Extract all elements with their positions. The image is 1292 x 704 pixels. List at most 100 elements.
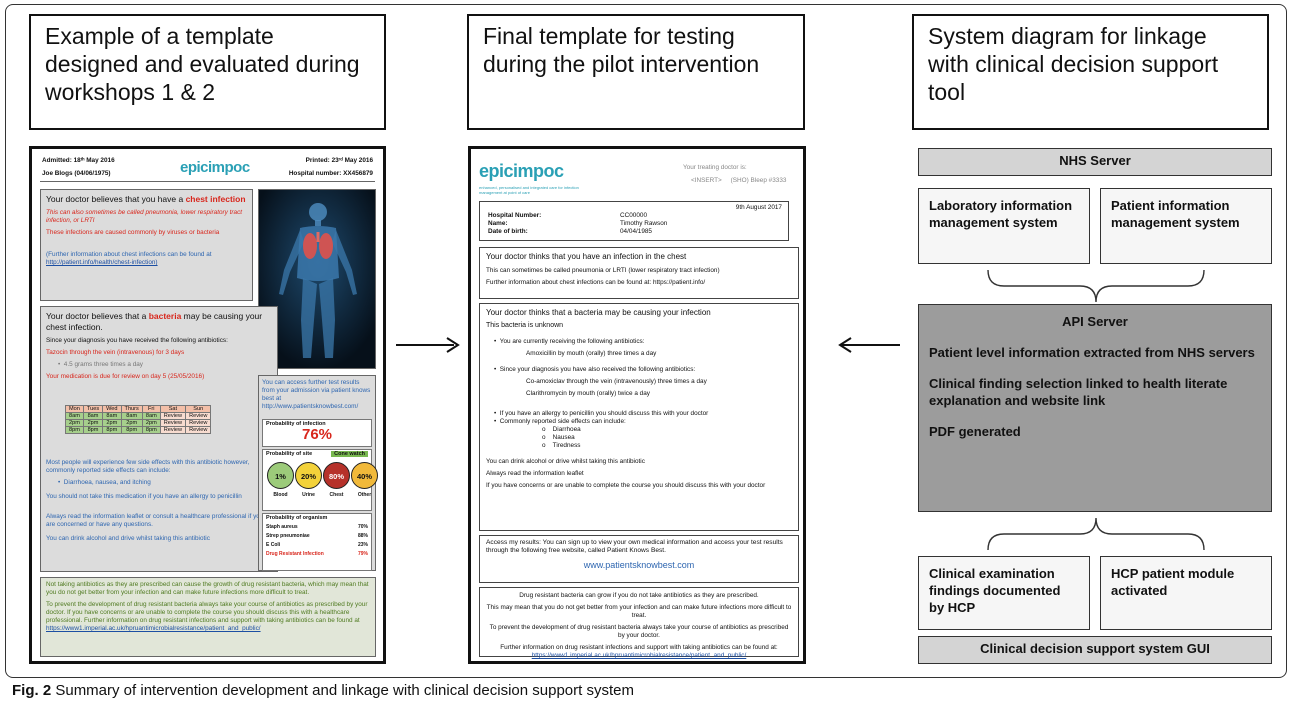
patient-field-row: Name:Timothy Rawson	[488, 220, 668, 227]
antibiotic-heading: Your doctor believes that a bacteria may…	[46, 311, 263, 332]
treating-doctor-label: Your treating doctor is:	[683, 164, 747, 171]
side-effects-intro: Most people will experience few side eff…	[46, 459, 250, 474]
diagnosis-heading: Your doctor believes that you have a che…	[46, 194, 246, 204]
schedule-cell: 2pm	[120, 419, 143, 427]
schedule-cell: 8pm	[82, 426, 104, 434]
antibiotic-section: Your doctor believes that a bacteria may…	[40, 306, 278, 572]
hcp-module-box: HCP patient module activated	[1100, 556, 1272, 630]
schedule-cell: 8pm	[141, 426, 161, 434]
split-bracket-icon	[987, 517, 1205, 551]
arrowhead-right-icon	[446, 337, 460, 353]
site-probability-circle: 40%	[351, 462, 378, 489]
drug-resistance-link: https://www1.imperial.ac.uk/hpruantimicr…	[531, 652, 747, 659]
schedule-cell: 8pm	[102, 426, 122, 434]
patient-system-box: Patient information management system	[1100, 188, 1272, 264]
schedule-cell: 2pm	[102, 419, 122, 427]
human-body-icon	[259, 190, 375, 368]
schedule-header-cell: Sat	[159, 405, 187, 413]
results-panel: You can access further test results from…	[258, 375, 378, 571]
infection-section: Your doctor thinks that you have an infe…	[479, 247, 799, 299]
arrowhead-left-icon	[838, 337, 852, 353]
site-label: Other	[357, 492, 372, 498]
schedule-cell: Review	[159, 426, 187, 434]
infection-probability: Probability of infection 76%	[262, 419, 372, 447]
side-effects-list: • Diarrhoea, nausea, and itching	[58, 479, 151, 486]
laboratory-system-box: Laboratory information management system	[918, 188, 1090, 264]
antibiotic-drug: Tazocin through the vein (intravenous) f…	[46, 349, 185, 356]
side-effects-intro: • Commonly reported side effects can inc…	[494, 418, 626, 425]
patient-name: Joe Blogs (04/06/1975)	[42, 170, 111, 177]
amoxicillin-line: Amoxicillin by mouth (orally) three time…	[526, 350, 657, 357]
arrow-left-to-middle	[396, 344, 454, 346]
drug-resistance-line3: To prevent the development of drug resis…	[489, 624, 789, 639]
bacteria-unknown: This bacteria is unknown	[486, 322, 564, 329]
antibiotic-review: Your medication is due for review on day…	[46, 373, 205, 380]
infection-alias: This can sometimes be called pneumonia o…	[486, 267, 720, 274]
printed-date: Printed: 23ʳᵈ May 2016	[305, 157, 373, 164]
schedule-cell: Review	[185, 412, 212, 420]
schedule-header-cell: Thurs	[120, 405, 143, 413]
diagnosis-cause: These infections are caused commonly by …	[46, 229, 220, 236]
api-server-title: API Server	[1062, 314, 1128, 329]
treating-doctor-value: <INSERT> (SHO) Bleep #3333	[691, 177, 787, 184]
schedule-cell: Review	[185, 426, 212, 434]
site-label: Blood	[273, 492, 288, 498]
header-divider	[40, 181, 375, 182]
leaflet-advice: Always read the information leaflet	[486, 470, 584, 477]
drug-resistance-line4: Further information on drug resistant in…	[500, 644, 778, 651]
site-label: Urine	[302, 492, 315, 498]
nhs-server-box: NHS Server	[918, 148, 1272, 176]
site-probability-circle: 1%	[267, 462, 294, 489]
title-left: Example of a template designed and evalu…	[29, 14, 386, 130]
resistance-link: https://www1.imperial.ac.uk/hpruantimicr…	[46, 625, 261, 632]
api-item: Patient level information extracted from…	[929, 345, 1255, 360]
access-results-text: Access my results: You can sign up to vi…	[486, 539, 783, 554]
logo-tagline: enhanced, personalised and integrated ca…	[479, 185, 579, 195]
epicimpoc-logo: epicimpoc	[180, 159, 250, 176]
figure-caption: Fig. 2 Summary of intervention developme…	[12, 682, 634, 699]
access-results-section: Access my results: You can sign up to vi…	[479, 535, 799, 583]
schedule-cell: 8pm	[120, 426, 143, 434]
drug-resistance-line2: This may mean that you do not get better…	[486, 604, 792, 619]
clarithromycin-line: Clarithromycin by mouth (orally) twice a…	[526, 390, 650, 397]
schedule-cell: 8am	[65, 412, 84, 420]
merge-bracket-icon	[987, 269, 1205, 303]
schedule-cell: 8pm	[65, 426, 84, 434]
drug-resistance-section: Drug resistant bacteria can grow if you …	[479, 587, 799, 659]
letter-date: 9th August 2017	[735, 204, 782, 211]
side-effect-item: o Tiredness	[542, 442, 581, 449]
diagnosis-alias: This can also sometimes be called pneumo…	[46, 209, 243, 224]
api-item: Clinical finding selection linked to hea…	[929, 376, 1228, 408]
api-server-box: API Server Patient level information ext…	[918, 304, 1272, 512]
clinical-examination-box: Clinical examination findings documented…	[918, 556, 1090, 630]
site-probability-circle: 80%	[323, 462, 350, 489]
schedule-header-cell: Sun	[185, 405, 212, 413]
side-effect-item: o Diarrhoea	[542, 426, 581, 433]
schedule-header-cell: Mon	[65, 405, 84, 413]
coamoxiclav-line: Co-amoxiclav through the vein (intraveno…	[526, 378, 707, 385]
alcohol-advice: You can drink alcohol or drive whilst ta…	[486, 458, 645, 465]
schedule-header-cell: Tues	[82, 405, 104, 413]
patient-field-row: Hospital Number:CC00000	[488, 212, 648, 219]
alcohol-advice: You can drink alcohol and drive whilst t…	[46, 535, 210, 542]
title-middle: Final template for testing during the pi…	[467, 14, 805, 130]
figure-frame	[5, 4, 1287, 678]
resistance-footer: Not taking antibiotics as they are presc…	[40, 577, 376, 657]
workshop-template-document: Admitted: 18ᵗʰ May 2016 Joe Blogs (04/06…	[29, 146, 386, 664]
gui-box: Clinical decision support system GUI	[918, 636, 1272, 664]
site-label: Chest	[329, 492, 344, 498]
results-access-text: You can access further test results from…	[262, 379, 371, 410]
admitted-date: Admitted: 18ᵗʰ May 2016	[42, 157, 115, 164]
schedule-cell: 2pm	[65, 419, 84, 427]
patient-field-row: Date of birth:04/04/1985	[488, 228, 652, 235]
schedule-header-cell: Wed	[102, 405, 122, 413]
allergy-warning: You should not take this medication if y…	[46, 493, 242, 500]
